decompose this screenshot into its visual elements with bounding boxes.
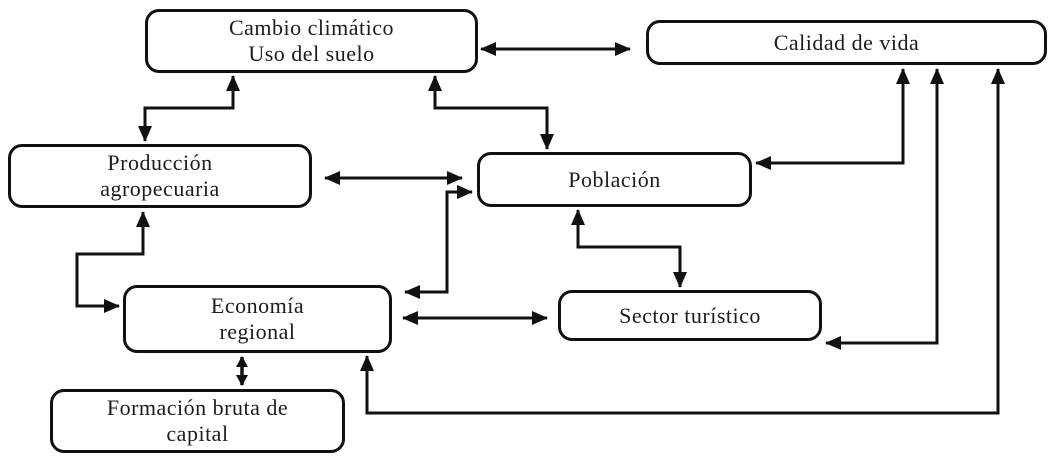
edge-cambio-produccion: [138, 75, 240, 142]
edge-poblacion-economia: [404, 185, 473, 299]
node-label-line: capital: [166, 421, 229, 446]
node-label-line: Uso del suelo: [248, 41, 375, 66]
edge-poblacion-sector: [571, 209, 687, 288]
node-label-line: Calidad de vida: [773, 29, 920, 55]
node-poblacion: Población: [477, 152, 752, 207]
node-label-line: regional: [219, 319, 296, 344]
node-produccion-agropecuaria: Producción agropecuaria: [8, 144, 312, 208]
node-label-line: Cambio climático: [228, 15, 395, 40]
node-label-line: Población: [568, 166, 661, 192]
edge-produccion-economia: [75, 211, 150, 313]
node-label-line: Sector turístico: [619, 302, 761, 328]
edge-poblacion-calidad: [755, 68, 910, 170]
node-label-line: Producción: [107, 150, 213, 175]
node-formacion-bruta-capital: Formación bruta de capital: [50, 389, 345, 453]
node-label-line: Economía: [210, 293, 305, 318]
node-sector-turistico: Sector turístico: [558, 290, 822, 341]
node-label-line: Formación bruta de: [106, 395, 289, 420]
edge-sector-calidad: [825, 68, 944, 350]
edge-cambio-poblacion: [428, 75, 554, 150]
node-label-line: agropecuaria: [100, 176, 220, 201]
node-calidad-de-vida: Calidad de vida: [646, 20, 1047, 65]
node-economia-regional: Economía regional: [123, 285, 392, 353]
edge-economia-calidad: [360, 68, 1005, 415]
node-cambio-climatico: Cambio climático Uso del suelo: [145, 9, 478, 73]
